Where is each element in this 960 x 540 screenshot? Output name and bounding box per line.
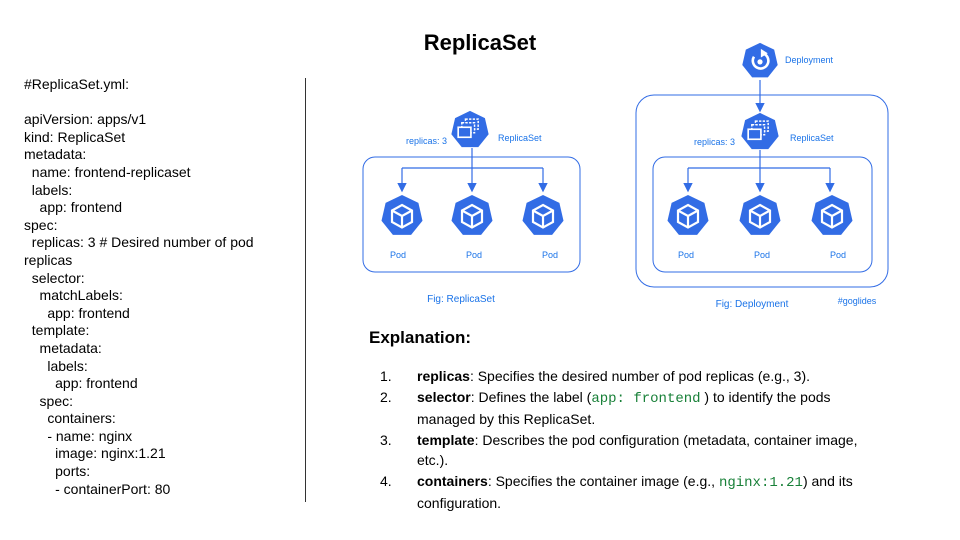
code-line: app: frontend (24, 199, 123, 216)
item-text: ) to identify the pods managed by this R… (417, 388, 831, 428)
code-line: selector: (24, 269, 85, 286)
item-text: : Defines the label ( (470, 388, 592, 405)
item-term: replicas (417, 368, 470, 384)
code-line: containers: (24, 410, 116, 427)
code-line: kind: ReplicaSet (24, 128, 126, 145)
code-line: apiVersion: apps/v1 (24, 111, 147, 128)
item-number: 1. (380, 368, 392, 384)
pod-icon (521, 194, 565, 237)
inline-code: app: frontend (591, 390, 701, 407)
deployment-icon (740, 42, 780, 79)
code-line: metadata: (24, 146, 87, 163)
pod-label: Pod (542, 250, 558, 260)
pod-icon (380, 194, 424, 237)
item-term: containers (417, 472, 488, 489)
replicaset-label: ReplicaSet (498, 133, 542, 143)
code-line: spec: (24, 216, 58, 233)
vertical-divider (305, 78, 306, 502)
code-line: template: (24, 322, 90, 339)
slide-title: ReplicaSet (423, 30, 537, 55)
fig-deployment: Deployment replicas: 3 ReplicaSet Pod Po… (635, 42, 889, 310)
code-line: - containerPort: 80 (24, 480, 171, 497)
pod-icon (738, 194, 782, 237)
pod-label: Pod (678, 250, 694, 260)
replicaset-icon (450, 110, 490, 149)
item-number: 3. (380, 431, 392, 448)
pod-label: Pod (466, 250, 482, 260)
code-line: labels: (24, 357, 88, 374)
code-line: replicas (24, 251, 73, 268)
pod-label: Pod (754, 250, 770, 260)
fig-caption: Fig: Deployment (716, 299, 789, 310)
replicas-label: replicas: 3 (694, 137, 735, 147)
replicaset-diagrams: replicas: 3 ReplicaSet Pod Pod Pod Fig: … (362, 42, 889, 310)
code-line: image: nginx:1.21 (24, 445, 166, 462)
explanation-item: 4. containers: Specifies the container i… (380, 471, 860, 514)
fig-caption: Fig: ReplicaSet (427, 294, 495, 305)
explanation-item: 3. template: Describes the pod configura… (380, 430, 860, 471)
pod-icon (450, 194, 494, 237)
item-term: selector (417, 388, 471, 405)
code-line: labels: (24, 181, 73, 198)
pod-label: Pod (830, 250, 846, 260)
code-line: replicas: 3 # Desired number of pod (24, 234, 254, 251)
replicaset-label: ReplicaSet (790, 133, 834, 143)
pod-icon (666, 194, 710, 237)
deployment-box (635, 94, 889, 288)
code-line: metadata: (24, 339, 102, 356)
code-line: app: frontend (24, 304, 130, 321)
code-line: app: frontend (24, 375, 138, 392)
item-term: template (417, 431, 475, 448)
code-line: spec: (24, 392, 74, 409)
replicaset-icon (740, 112, 780, 151)
code-line: #ReplicaSet.yml: (24, 76, 130, 92)
fig-replicaset: replicas: 3 ReplicaSet Pod Pod Pod Fig: … (362, 110, 581, 305)
item-text: : Specifies the container image (e.g., (487, 472, 719, 489)
item-text: : Specifies the desired number of pod re… (469, 368, 811, 384)
pod-icon (810, 194, 854, 237)
explanation-list: 1. replicas: Specifies the desired numbe… (380, 366, 860, 514)
item-text: : Describes the pod configuration (metad… (417, 431, 858, 469)
goglides-tag: #goglides (838, 296, 877, 306)
replicaset-box (652, 156, 873, 273)
deployment-label: Deployment (785, 55, 834, 65)
code-line: matchLabels: (24, 287, 123, 304)
code-line: ports: (24, 463, 91, 480)
explanation-heading: Explanation: (369, 328, 472, 347)
inline-code: nginx:1.21 (718, 474, 803, 491)
code-line: - name: nginx (24, 427, 133, 444)
code-line: name: frontend-replicaset (24, 163, 191, 180)
item-number: 4. (380, 472, 392, 489)
replicas-label: replicas: 3 (406, 136, 447, 146)
item-text: ) and its configuration. (417, 472, 853, 512)
explanation-item: 2. selector: Defines the label (app: fro… (380, 387, 860, 430)
item-number: 2. (380, 388, 392, 405)
explanation-item: 1. replicas: Specifies the desired numbe… (380, 366, 860, 387)
pod-label: Pod (390, 250, 406, 260)
